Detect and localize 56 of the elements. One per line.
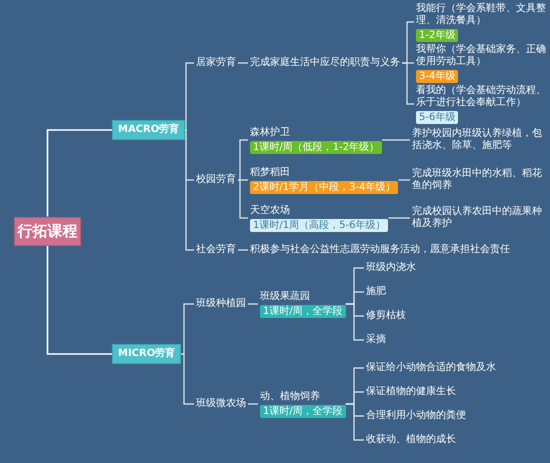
tag-badge: 3-4年级: [416, 70, 458, 82]
topic-label: 班级种植园: [194, 298, 248, 310]
topic-label: 完成班级水田中的水稻、稻花鱼的饲养: [410, 168, 546, 192]
topic-label: 天空农场: [249, 204, 291, 216]
tag-badge: 2课时/1学月（中段，3-4年级）: [250, 180, 398, 194]
topic-label: 保证植物的健康生长: [364, 386, 458, 398]
topic-label: 施肥: [364, 286, 388, 298]
branch-topic-box: MACRO劳育: [112, 120, 186, 140]
topic-label: 完成校园认养农田中的蔬果种植及养护: [410, 206, 546, 230]
tag-badge: 1课时/周，全学段: [260, 404, 346, 418]
topic-label: 收获动、植物的成长: [364, 434, 458, 446]
connector-line: [388, 217, 410, 219]
tag-badge: 1-2年级: [416, 28, 458, 42]
tag-badge: 1课时/1周（高段，5-6年级）: [250, 218, 388, 232]
root-topic-box: 行拓课程: [14, 216, 81, 246]
branch-topic-box: MICRO劳育: [112, 344, 182, 364]
topic-label: 我帮你（学会基础家务、正确使用劳动工具）: [415, 44, 547, 68]
connector-line: [46, 129, 112, 216]
tag-badge: 5-6年级: [416, 110, 458, 124]
connector-line: [382, 139, 410, 141]
topic-label: 养护校园内班级认养绿植，包括浇水、除草、施肥等: [410, 128, 546, 152]
topic-label: 动、植物饲养: [259, 390, 321, 402]
connector-line: [346, 303, 364, 341]
topic-label: 校园劳育: [194, 174, 238, 186]
connector-line: [346, 403, 364, 441]
connector-line: [46, 246, 112, 355]
topic-label: 合理利用小动物的粪便: [364, 410, 468, 422]
connector-line: [238, 139, 248, 181]
topic-label: 看我的（学会基础劳动流程、乐于进行社会奉献工作）: [415, 84, 547, 108]
connector-line: [184, 62, 194, 131]
connector-line: [238, 249, 248, 251]
topic-label: 班级果蔬园: [259, 290, 311, 302]
topic-label: 我能行（学会系鞋带、文具整理、清洗餐具）: [415, 2, 547, 26]
topic-label: 采摘: [364, 334, 388, 346]
connector-line: [184, 129, 194, 251]
topic-label: 修剪枯枝: [364, 310, 408, 322]
connector-line: [248, 403, 258, 405]
topic-label: 居家劳育: [194, 57, 238, 69]
topic-label: 社会劳育: [194, 244, 238, 256]
topic-label: 保证给小动物合适的食物及水: [364, 362, 498, 374]
topic-label: 稻梦稻田: [249, 166, 291, 178]
topic-label: 完成家庭生活中应尽的职责与义务: [248, 57, 402, 69]
connector-line: [181, 353, 194, 405]
connector-line: [238, 179, 248, 219]
topic-label: 积极参与社会公益性志愿劳动服务活动，愿意承担社会责任: [248, 244, 512, 256]
topic-label: 班级微农场: [194, 398, 248, 410]
connector-line: [238, 179, 248, 181]
connector-line: [402, 62, 414, 105]
tag-badge: 1课时/周（低段，1-2年级）: [250, 140, 382, 154]
topic-label: 班级内浇水: [364, 262, 418, 274]
connector-line: [238, 62, 248, 64]
tag-badge: 1课时/周，全学段: [260, 304, 346, 318]
topic-label: 森林护卫: [249, 126, 291, 138]
connector-line: [181, 303, 194, 355]
connector-line: [248, 303, 258, 305]
connector-line: [398, 179, 410, 181]
